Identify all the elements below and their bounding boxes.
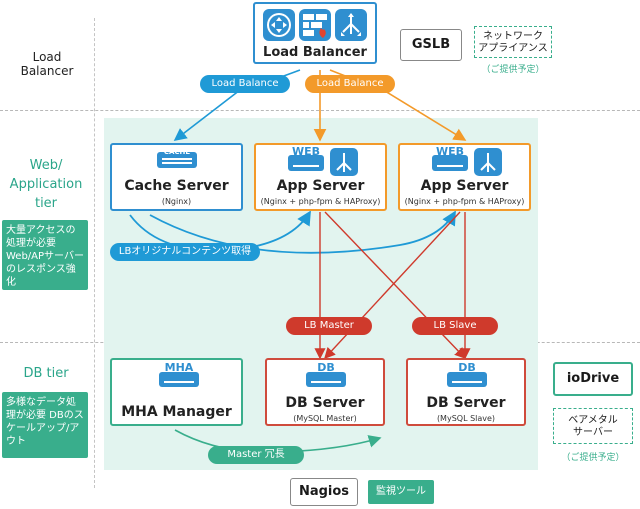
lb-master-pill: LB Master: [286, 317, 372, 335]
cache-server-sub: (Nginx): [161, 197, 192, 206]
web-server-icon: [288, 155, 324, 171]
baremetal-caption: （ご提供予定）: [561, 453, 625, 463]
master-redundancy-pill: Master 冗長: [208, 446, 304, 464]
db-slave-title: DB Server: [426, 395, 506, 411]
mha-manager-box: MHA MHA Manager: [110, 358, 243, 426]
app-server-1-badge: WEB: [291, 145, 321, 158]
lb-slave-pill: LB Slave: [412, 317, 498, 335]
load-balance-pill-orange: Load Balance: [305, 75, 395, 93]
app-server-1-sub: (Nginx + php-fpm & HAProxy): [260, 197, 381, 206]
baremetal-line1: ベアメタル: [568, 415, 618, 426]
db-slave-box: DB DB Server (MySQL Slave): [406, 358, 526, 426]
db-slave-sub: (MySQL Slave): [436, 414, 496, 423]
db-master-box: DB DB Server (MySQL Master): [265, 358, 385, 426]
load-balance-pill-blue: Load Balance: [200, 75, 290, 93]
firewall-icon: [299, 9, 331, 41]
mha-badge: MHA: [164, 361, 194, 374]
db-master-badge: DB: [317, 361, 335, 374]
app-server-2-icons: [432, 148, 502, 176]
baremetal-line2: サーバー: [573, 427, 613, 438]
network-appliance-box: ネットワーク アプライアンス: [474, 26, 552, 58]
app-server-2-badge: WEB: [435, 145, 465, 158]
app-server-1-title: App Server: [276, 178, 365, 194]
gslb-box: GSLB: [400, 29, 462, 61]
app-server-2-sub: (Nginx + php-fpm & HAProxy): [404, 197, 525, 206]
cache-server-icon: [157, 152, 197, 168]
cache-badge: CACHE: [163, 148, 191, 156]
mha-server-icon: [159, 372, 199, 387]
db-master-sub: (MySQL Master): [293, 414, 357, 423]
network-appliance-line1: ネットワーク: [483, 31, 543, 42]
baremetal-box: ベアメタル サーバー: [553, 408, 633, 444]
tier-label-web-line3: tier: [34, 196, 58, 211]
lb-original-content-pill: LBオリジナルコンテンツ取得: [110, 243, 260, 261]
cache-server-title: Cache Server: [124, 178, 229, 194]
web-server-icon: [432, 155, 468, 171]
load-balancer-box: Load Balancer: [253, 2, 377, 64]
load-balance-icon: [335, 9, 367, 41]
web-tier-note: 大量アクセスの処理が必要 Web/APサーバーのレスポンス強化: [2, 220, 88, 290]
network-appliance-caption: （ご提供予定）: [481, 65, 545, 75]
tier-label-load-balancer: Load Balancer: [20, 50, 74, 78]
app-server-1-box: WEB App Server (Nginx + php-fpm & HAProx…: [254, 143, 387, 211]
db-tier-note: 多様なデータ処理が必要 DBのスケールアップ/アウト: [2, 392, 88, 458]
app-server-2-title: App Server: [420, 178, 509, 194]
router-icon: [263, 9, 295, 41]
db-server-icon: [447, 372, 487, 387]
tier-label-web-line1: Web/: [29, 158, 63, 173]
load-balancer-icons: [263, 9, 367, 41]
network-appliance-line2: アプライアンス: [478, 43, 548, 54]
tier-label-web-line2: Application: [9, 177, 83, 192]
tier-label-divider: [94, 18, 95, 488]
db-master-title: DB Server: [285, 395, 365, 411]
db-slave-badge: DB: [458, 361, 476, 374]
app-server-1-icons: [288, 148, 358, 176]
load-balance-icon: [474, 148, 502, 176]
app-server-2-box: WEB App Server (Nginx + php-fpm & HAProx…: [398, 143, 531, 211]
nagios-box: Nagios: [290, 478, 358, 506]
tier-label-db: DB tier: [23, 366, 69, 381]
line-cache-to-app2: [149, 210, 456, 254]
load-balance-icon: [330, 148, 358, 176]
monitor-tool-label: 監視ツール: [368, 480, 434, 504]
cache-server-box: CACHE Cache Server (Nginx): [110, 143, 243, 211]
load-balancer-title: Load Balancer: [263, 45, 367, 60]
mha-manager-title: MHA Manager: [121, 404, 232, 420]
tier-label-web: Web/ Application tier: [2, 156, 90, 213]
db-server-icon: [306, 372, 346, 387]
iodrive-box: ioDrive: [553, 362, 633, 396]
